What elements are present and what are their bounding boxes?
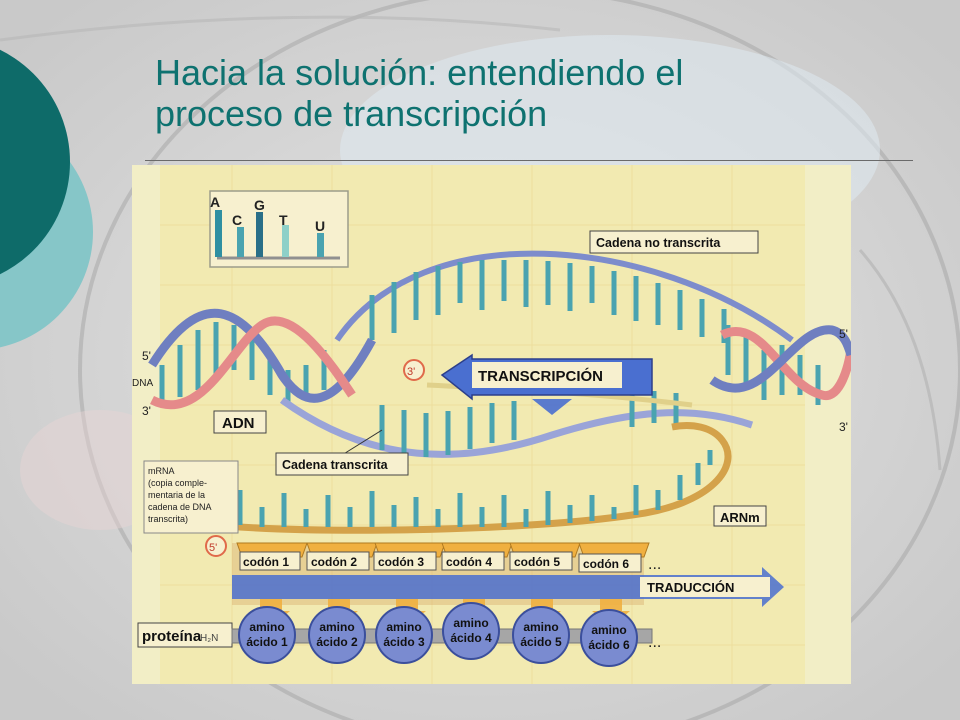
translation-arrow: TRADUCCIÓN — [232, 567, 784, 607]
svg-text:codón 3: codón 3 — [378, 555, 424, 569]
label-5prime-right: 5' — [839, 327, 848, 341]
svg-text:amino: amino — [249, 620, 284, 634]
svg-text:ácido 6: ácido 6 — [588, 638, 630, 652]
vitruvian-circle — [78, 0, 960, 720]
title-line-2: proceso de transcripción — [155, 93, 548, 134]
amino-acid-2: amino ácido 2 — [308, 606, 366, 664]
codon-3: codón 3 — [373, 542, 446, 571]
svg-text:ácido 2: ácido 2 — [316, 635, 358, 649]
codon-4: codón 4 — [441, 542, 513, 571]
svg-text:3': 3' — [407, 366, 415, 378]
codon-1: codón 1 — [236, 542, 308, 571]
label-transcription: TRANSCRIPCIÓN — [478, 367, 603, 385]
slide-title: Hacia la solución: entendiendo el proces… — [155, 52, 895, 134]
label-h2n: H₂N — [200, 633, 218, 644]
svg-text:ácido 1: ácido 1 — [246, 635, 288, 649]
label-3prime-left: 3' — [142, 404, 151, 418]
label-dna-short: DNA — [132, 378, 153, 389]
label-3prime-right: 3' — [839, 420, 848, 434]
svg-text:ácido 5: ácido 5 — [520, 635, 562, 649]
ellipsis-top: ... — [648, 556, 661, 573]
codon-5: codón 5 — [509, 542, 581, 571]
side-panel-dark — [0, 49, 70, 275]
amino-acid-1: amino ácido 1 — [238, 606, 296, 664]
svg-text:amino: amino — [591, 623, 626, 637]
legend-base-g: G — [254, 197, 265, 213]
svg-text:codón 1: codón 1 — [243, 555, 289, 569]
template-strand: TRANSCRIPCIÓN 3' Cadena transcrita — [275, 353, 754, 476]
mrna-box-line-5: transcrita) — [148, 514, 188, 524]
title-line-1: Hacia la solución: entendiendo el — [155, 52, 684, 93]
label-template-strand: Cadena transcrita — [282, 458, 389, 472]
ellipsis-bottom: ... — [648, 634, 661, 651]
title-divider — [145, 160, 913, 161]
legend-base-c: C — [232, 212, 242, 228]
amino-acid-4: amino ácido 4 — [442, 602, 500, 660]
amino-acid-3: amino ácido 3 — [375, 606, 433, 664]
svg-text:codón 2: codón 2 — [311, 555, 357, 569]
svg-text:5': 5' — [209, 542, 217, 554]
mrna-box-line-2: (copia comple- — [148, 478, 207, 488]
label-non-template-strand: Cadena no transcrita — [596, 236, 721, 250]
amino-acid-6: amino ácido 6 — [580, 609, 638, 667]
svg-text:codón 4: codón 4 — [446, 555, 492, 569]
mrna-box-line-3: mentaria de la — [148, 490, 205, 500]
codon-6: codón 6 — [578, 542, 650, 573]
svg-text:codón 5: codón 5 — [514, 555, 560, 569]
legend-base-u: U — [315, 218, 325, 234]
label-protein: proteína — [142, 628, 202, 645]
svg-text:ácido 3: ácido 3 — [383, 635, 425, 649]
svg-text:amino: amino — [523, 620, 558, 634]
mrna-box-line-4: cadena de DNA — [148, 502, 212, 512]
mrna-strand: mRNA (copia comple- mentaria de la caden… — [143, 422, 767, 557]
amino-acid-5: amino ácido 5 — [512, 606, 570, 664]
label-5prime-left: 5' — [142, 349, 151, 363]
mrna-box-line-1: mRNA — [148, 466, 175, 476]
svg-text:codón 6: codón 6 — [583, 557, 629, 571]
label-translation: TRADUCCIÓN — [647, 580, 734, 595]
svg-text:amino: amino — [453, 616, 488, 630]
svg-text:amino: amino — [386, 620, 421, 634]
legend-base-t: T — [279, 212, 288, 228]
svg-text:amino: amino — [319, 620, 354, 634]
non-template-strand: Cadena no transcrita — [334, 230, 794, 343]
codon-2: codón 2 — [306, 542, 378, 571]
label-mrna: ARNm — [720, 510, 760, 525]
transcription-diagram: A C G T U — [132, 165, 851, 684]
circle-5prime — [205, 535, 227, 557]
base-legend: A C G T U — [209, 190, 349, 268]
legend-base-a: A — [210, 194, 220, 210]
dna-helix: 5' DNA 3' 5' 3' ADN — [132, 308, 851, 434]
label-dna: ADN — [222, 415, 255, 432]
svg-text:ácido 4: ácido 4 — [450, 631, 492, 645]
circle-3prime — [403, 359, 425, 381]
